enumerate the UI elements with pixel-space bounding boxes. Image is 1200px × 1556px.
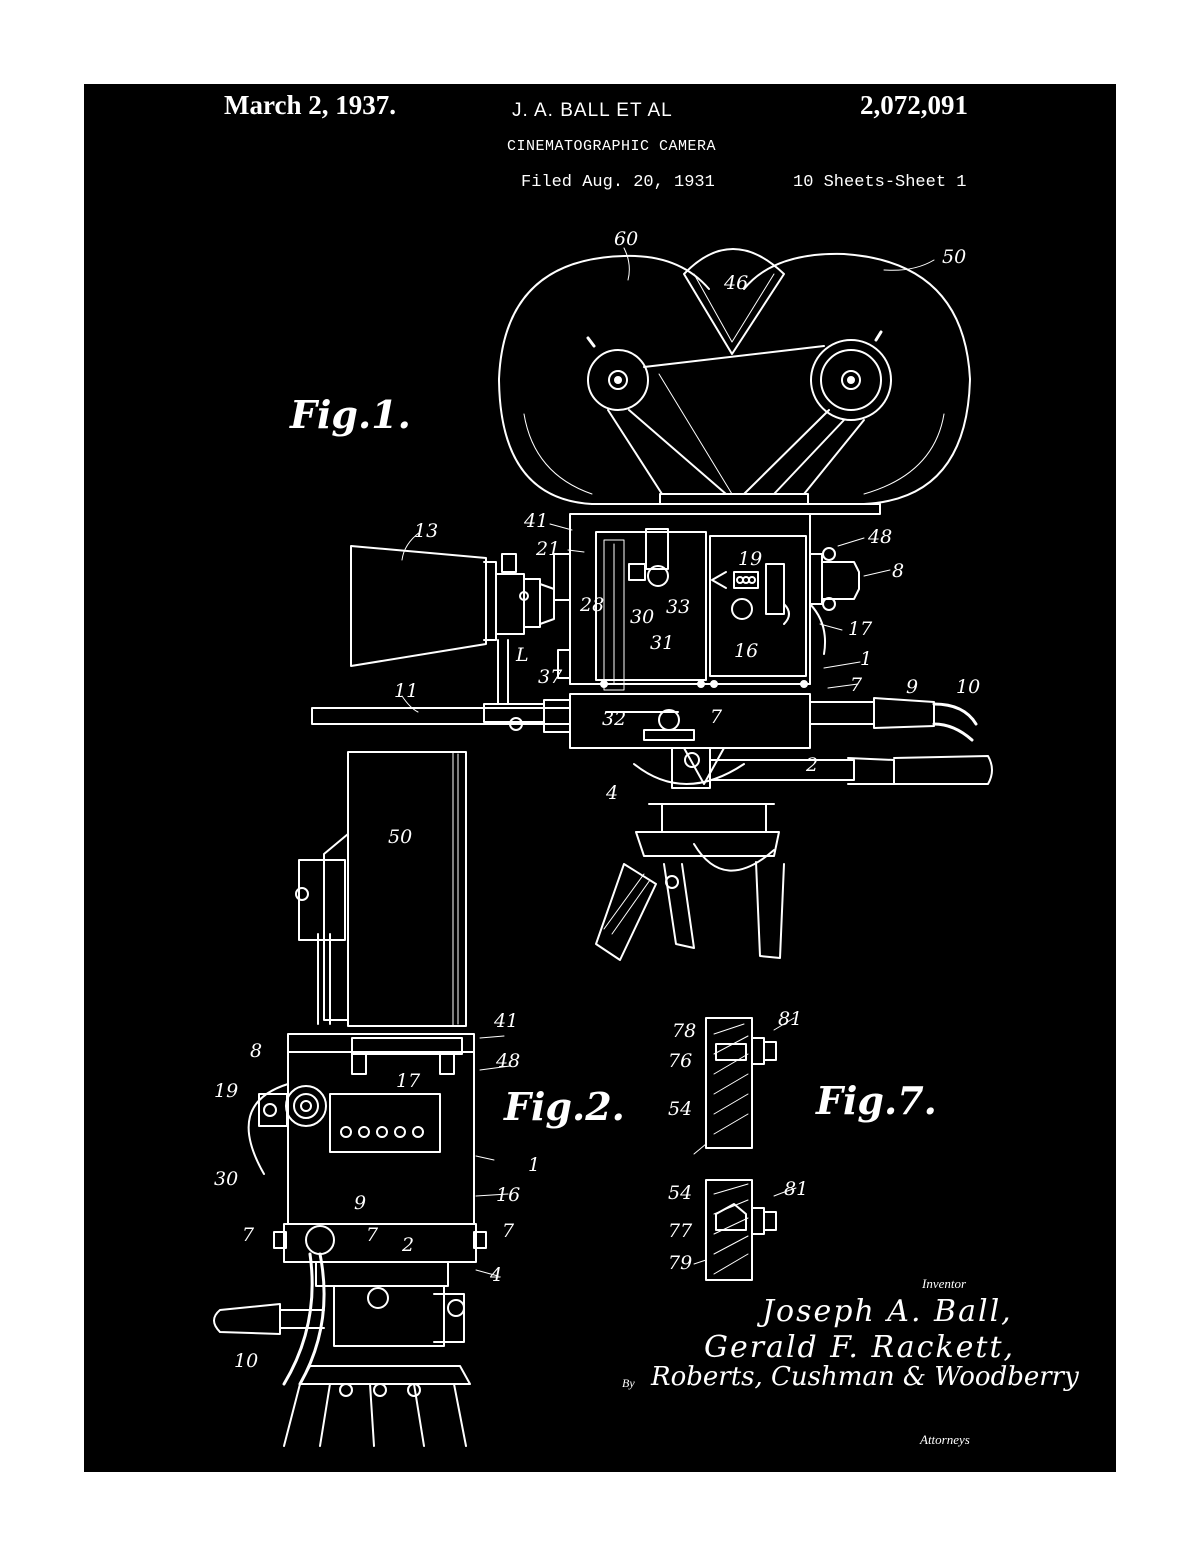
- patent-sheet: March 2, 1937. J. A. BALL ET AL 2,072,09…: [84, 84, 1116, 1472]
- ref-numeral: 31: [650, 632, 675, 654]
- camera-body: [312, 514, 992, 960]
- ref-numeral: 54: [668, 1182, 693, 1204]
- ref-numeral: 77: [668, 1220, 693, 1242]
- fig7-section-drawing: [706, 1018, 776, 1280]
- ref-numeral: 17: [848, 618, 873, 640]
- patent-date: March 2, 1937.: [224, 90, 396, 120]
- ref-numeral: 1: [860, 648, 873, 670]
- ref-numeral: L: [516, 644, 529, 666]
- fig7-label: Fig.7.: [816, 1078, 937, 1123]
- ref-numeral: 2: [806, 754, 819, 776]
- leader-lines: [402, 248, 934, 1276]
- inventor-label: Inventor: [922, 1276, 967, 1291]
- ref-numeral: 78: [672, 1020, 697, 1042]
- ref-numeral: 10: [234, 1350, 259, 1372]
- ref-numeral: 2: [402, 1234, 415, 1256]
- inventor-name-2: Gerald F. Rackett,: [704, 1330, 1016, 1365]
- ref-numeral: 8: [250, 1040, 263, 1062]
- ref-numeral: 13: [414, 520, 439, 542]
- ref-numeral: 4: [490, 1264, 503, 1286]
- ref-numeral: 11: [394, 680, 419, 702]
- ref-numeral: 7: [710, 706, 723, 728]
- patent-drawings: [84, 84, 1116, 1472]
- ref-numeral: 76: [668, 1050, 693, 1072]
- ref-numeral: 37: [538, 666, 563, 688]
- ref-numeral: 46: [724, 272, 749, 294]
- ref-numeral: 81: [778, 1008, 803, 1030]
- filed-date: Filed Aug. 20, 1931: [521, 173, 715, 192]
- ref-numeral: 81: [784, 1178, 809, 1200]
- ref-numeral: 19: [738, 548, 763, 570]
- ref-numeral: 54: [668, 1098, 693, 1120]
- film-magazine: [499, 249, 970, 514]
- inventors-header: J. A. BALL ET AL: [512, 100, 673, 121]
- ref-numeral: 19: [214, 1080, 239, 1102]
- ref-numeral: 41: [524, 510, 549, 532]
- fig1-camera-drawing: [312, 249, 992, 960]
- ref-numeral: 32: [602, 708, 627, 730]
- ref-numeral: 48: [868, 526, 893, 548]
- by-label: By: [622, 1376, 635, 1390]
- ref-numeral: 4: [606, 782, 619, 804]
- inventor-name-1: Joseph A. Ball,: [762, 1294, 1013, 1329]
- attorneys-signature: Roberts, Cushman & Woodberry: [651, 1362, 1079, 1392]
- ref-numeral: 50: [388, 826, 413, 848]
- ref-numeral: 7: [366, 1224, 379, 1246]
- fig2-camera-drawing: [214, 752, 486, 1446]
- ref-numeral: 7: [850, 674, 863, 696]
- ref-numeral: 16: [496, 1184, 521, 1206]
- ref-numeral: 16: [734, 640, 759, 662]
- ref-numeral: 17: [396, 1070, 421, 1092]
- ref-numeral: 9: [906, 676, 919, 698]
- ref-numeral: 8: [892, 560, 905, 582]
- ref-numeral: 30: [630, 606, 655, 628]
- ref-numeral: 41: [494, 1010, 519, 1032]
- ref-numeral: 1: [528, 1154, 541, 1176]
- ref-numeral: 48: [496, 1050, 521, 1072]
- sheet-count: 10 Sheets-Sheet 1: [793, 173, 967, 192]
- ref-numeral: 7: [242, 1224, 255, 1246]
- ref-numeral: 30: [214, 1168, 239, 1190]
- ref-numeral: 60: [614, 228, 639, 250]
- patent-number: 2,072,091: [860, 90, 968, 120]
- attorneys-label: Attorneys: [920, 1432, 970, 1447]
- ref-numeral: 21: [536, 538, 561, 560]
- ref-numeral: 7: [502, 1220, 515, 1242]
- fig1-label: Fig.1.: [290, 392, 411, 437]
- invention-title: CINEMATOGRAPHIC CAMERA: [507, 138, 717, 155]
- fig2-label: Fig.2.: [504, 1084, 625, 1129]
- ref-numeral: 9: [354, 1192, 367, 1214]
- ref-numeral: 28: [580, 594, 605, 616]
- ref-numeral: 10: [956, 676, 981, 698]
- ref-numeral: 33: [666, 596, 691, 618]
- ref-numeral: 50: [942, 246, 967, 268]
- ref-numeral: 79: [668, 1252, 693, 1274]
